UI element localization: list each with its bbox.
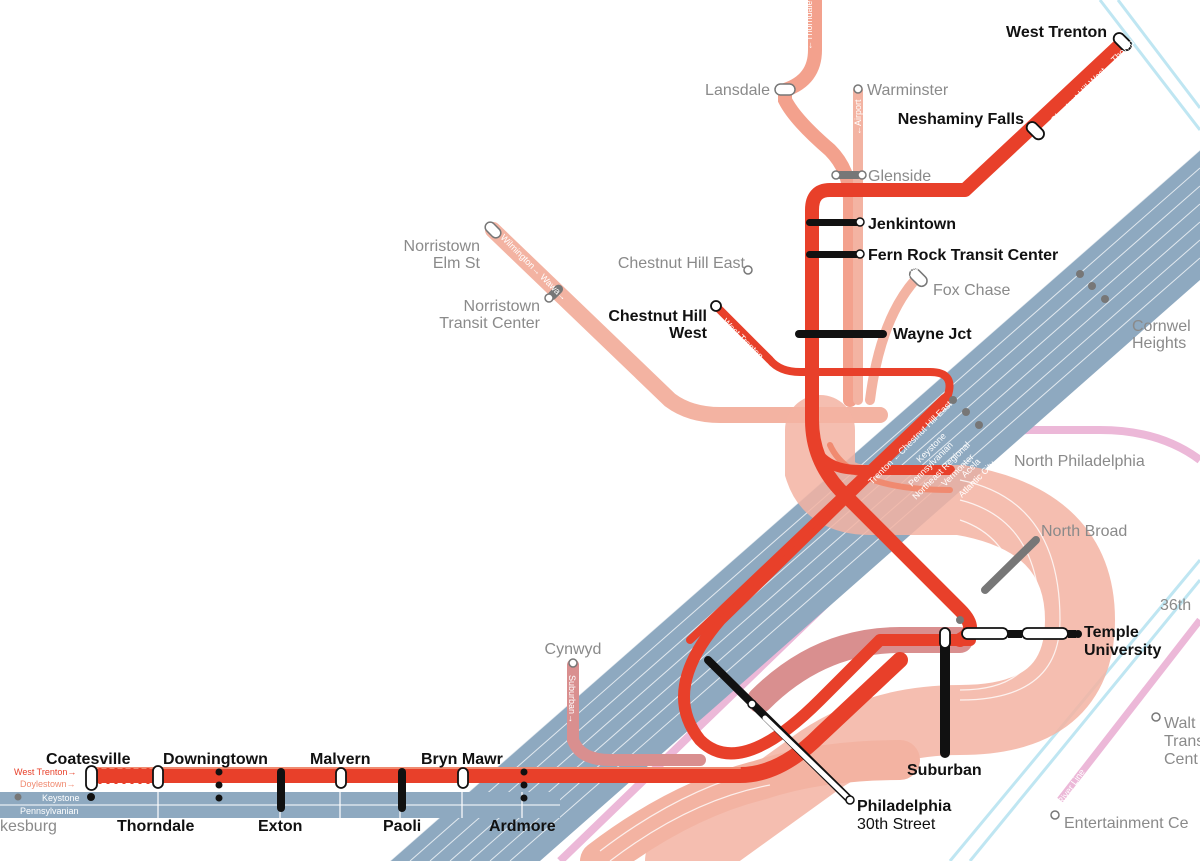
- label-neshaminy-falls[interactable]: Neshaminy Falls: [898, 111, 1024, 128]
- label-downingtown[interactable]: Downingtown: [163, 751, 268, 768]
- route-label-keystone-left: Keystone: [42, 793, 80, 803]
- route-label-pennsylvanian-left: Pennsylvanian: [20, 806, 79, 816]
- fox-chase-marker[interactable]: [907, 267, 929, 289]
- route-label-wilmington-wawa: Wilmington→ Wawa→: [499, 232, 569, 302]
- coatesville-dashes: [98, 768, 150, 784]
- label-chestnut-hill-west-2[interactable]: West: [669, 325, 708, 342]
- chestnut-hill-east-marker[interactable]: [743, 265, 753, 275]
- route-label-west-trenton: West Trenton→: [721, 316, 772, 367]
- label-walt-2[interactable]: Trans: [1164, 733, 1200, 750]
- temple-marker-1[interactable]: [961, 627, 1009, 640]
- malvern-marker[interactable]: [335, 767, 347, 789]
- label-philadelphia-2[interactable]: 30th Street: [857, 816, 936, 833]
- label-cornwells-1[interactable]: Cornwel: [1132, 318, 1191, 335]
- label-malvern[interactable]: Malvern: [310, 751, 370, 768]
- neshaminy-marker[interactable]: [1024, 120, 1046, 142]
- label-norristown-tc-1[interactable]: Norristown: [464, 298, 540, 315]
- chestnut-hill-west-marker[interactable]: [710, 300, 722, 312]
- label-walt-3[interactable]: Cent: [1164, 751, 1198, 768]
- exton-marker[interactable]: [277, 768, 285, 812]
- label-warminster[interactable]: Warminster: [867, 82, 949, 99]
- lansdale-marker[interactable]: [774, 83, 796, 96]
- norristown-elm-marker[interactable]: [483, 220, 503, 240]
- route-label-river-line: River Line: [1055, 767, 1086, 806]
- label-north-broad[interactable]: North Broad: [1041, 523, 1127, 540]
- label-chestnut-hill-west-1[interactable]: Chestnut Hill: [608, 308, 707, 325]
- label-norristown-tc-2[interactable]: Transit Center: [439, 315, 540, 332]
- label-thorndale[interactable]: Thorndale: [117, 818, 194, 835]
- bryn-mawr-marker[interactable]: [457, 767, 469, 789]
- route-label-west-trenton-left: West Trenton→: [14, 767, 76, 777]
- label-temple-1[interactable]: Temple: [1084, 624, 1139, 641]
- label-exton[interactable]: Exton: [258, 818, 302, 835]
- label-norristown-elm-2[interactable]: Elm St: [433, 255, 481, 272]
- jenkintown-marker[interactable]: [806, 219, 860, 226]
- label-wayne-jct[interactable]: Wayne Jct: [893, 326, 972, 343]
- west-trenton-marker[interactable]: [1111, 31, 1133, 53]
- label-coatesville[interactable]: Coatesville: [46, 751, 131, 768]
- route-label-airport: ←Airport: [853, 99, 863, 135]
- glenside-marker[interactable]: [836, 171, 862, 179]
- label-philadelphia-1[interactable]: Philadelphia: [857, 798, 951, 815]
- label-kesburg[interactable]: kesburg: [0, 818, 57, 835]
- temple-marker-2[interactable]: [1021, 627, 1069, 640]
- label-36th[interactable]: 36th: [1160, 597, 1191, 614]
- suburban-marker[interactable]: [940, 628, 950, 758]
- label-ardmore[interactable]: Ardmore: [489, 818, 556, 835]
- label-fox-chase[interactable]: Fox Chase: [933, 282, 1010, 299]
- fern-rock-marker[interactable]: [806, 251, 860, 258]
- label-chestnut-hill-east[interactable]: Chestnut Hill East: [618, 255, 746, 272]
- station-markers: [14, 31, 1161, 820]
- paoli-marker[interactable]: [398, 768, 406, 812]
- entertainment-marker[interactable]: [1050, 810, 1060, 820]
- cynwyd-marker[interactable]: [568, 658, 578, 668]
- warminster-marker[interactable]: [853, 84, 863, 94]
- label-paoli[interactable]: Paoli: [383, 818, 421, 835]
- label-walt-1[interactable]: Walt: [1164, 715, 1196, 732]
- station-labels: West Trenton Lansdale Warminster Neshami…: [0, 24, 1200, 835]
- route-label-thorndale-newark: ←Thorndale ←Newark: [804, 0, 814, 50]
- north-broad-marker[interactable]: [981, 536, 1040, 594]
- route-label-trenton: Trenton→: [754, 272, 789, 307]
- label-bryn-mawr[interactable]: Bryn Mawr: [421, 751, 503, 768]
- river-line: [1057, 617, 1200, 803]
- label-fern-rock[interactable]: Fern Rock Transit Center: [868, 247, 1058, 264]
- label-norristown-elm-1[interactable]: Norristown: [404, 238, 480, 255]
- label-lansdale[interactable]: Lansdale: [705, 82, 770, 99]
- label-entertainment[interactable]: Entertainment Ce: [1064, 815, 1189, 832]
- label-cynwyd[interactable]: Cynwyd: [545, 641, 602, 658]
- label-west-trenton[interactable]: West Trenton: [1006, 24, 1107, 41]
- label-temple-2[interactable]: University: [1084, 642, 1161, 659]
- walt-marker[interactable]: [1151, 712, 1161, 722]
- route-label-chw-thorndale: ←Chestnut Hill West ←Thorndale: [1042, 29, 1144, 131]
- label-north-philadelphia[interactable]: North Philadelphia: [1014, 453, 1145, 470]
- wayne-jct-marker[interactable]: [795, 330, 887, 338]
- route-label-doylestown-left: Doylestown→: [20, 779, 76, 789]
- red-lines: [87, 38, 1127, 783]
- route-label-suburban: Suburban→: [567, 675, 577, 723]
- thorndale-marker[interactable]: [152, 765, 164, 789]
- label-jenkintown[interactable]: Jenkintown: [868, 216, 956, 233]
- label-suburban[interactable]: Suburban: [907, 762, 982, 779]
- label-cornwells-2[interactable]: Heights: [1132, 335, 1186, 352]
- label-glenside[interactable]: Glenside: [868, 168, 931, 185]
- coatesville-marker[interactable]: [85, 765, 98, 791]
